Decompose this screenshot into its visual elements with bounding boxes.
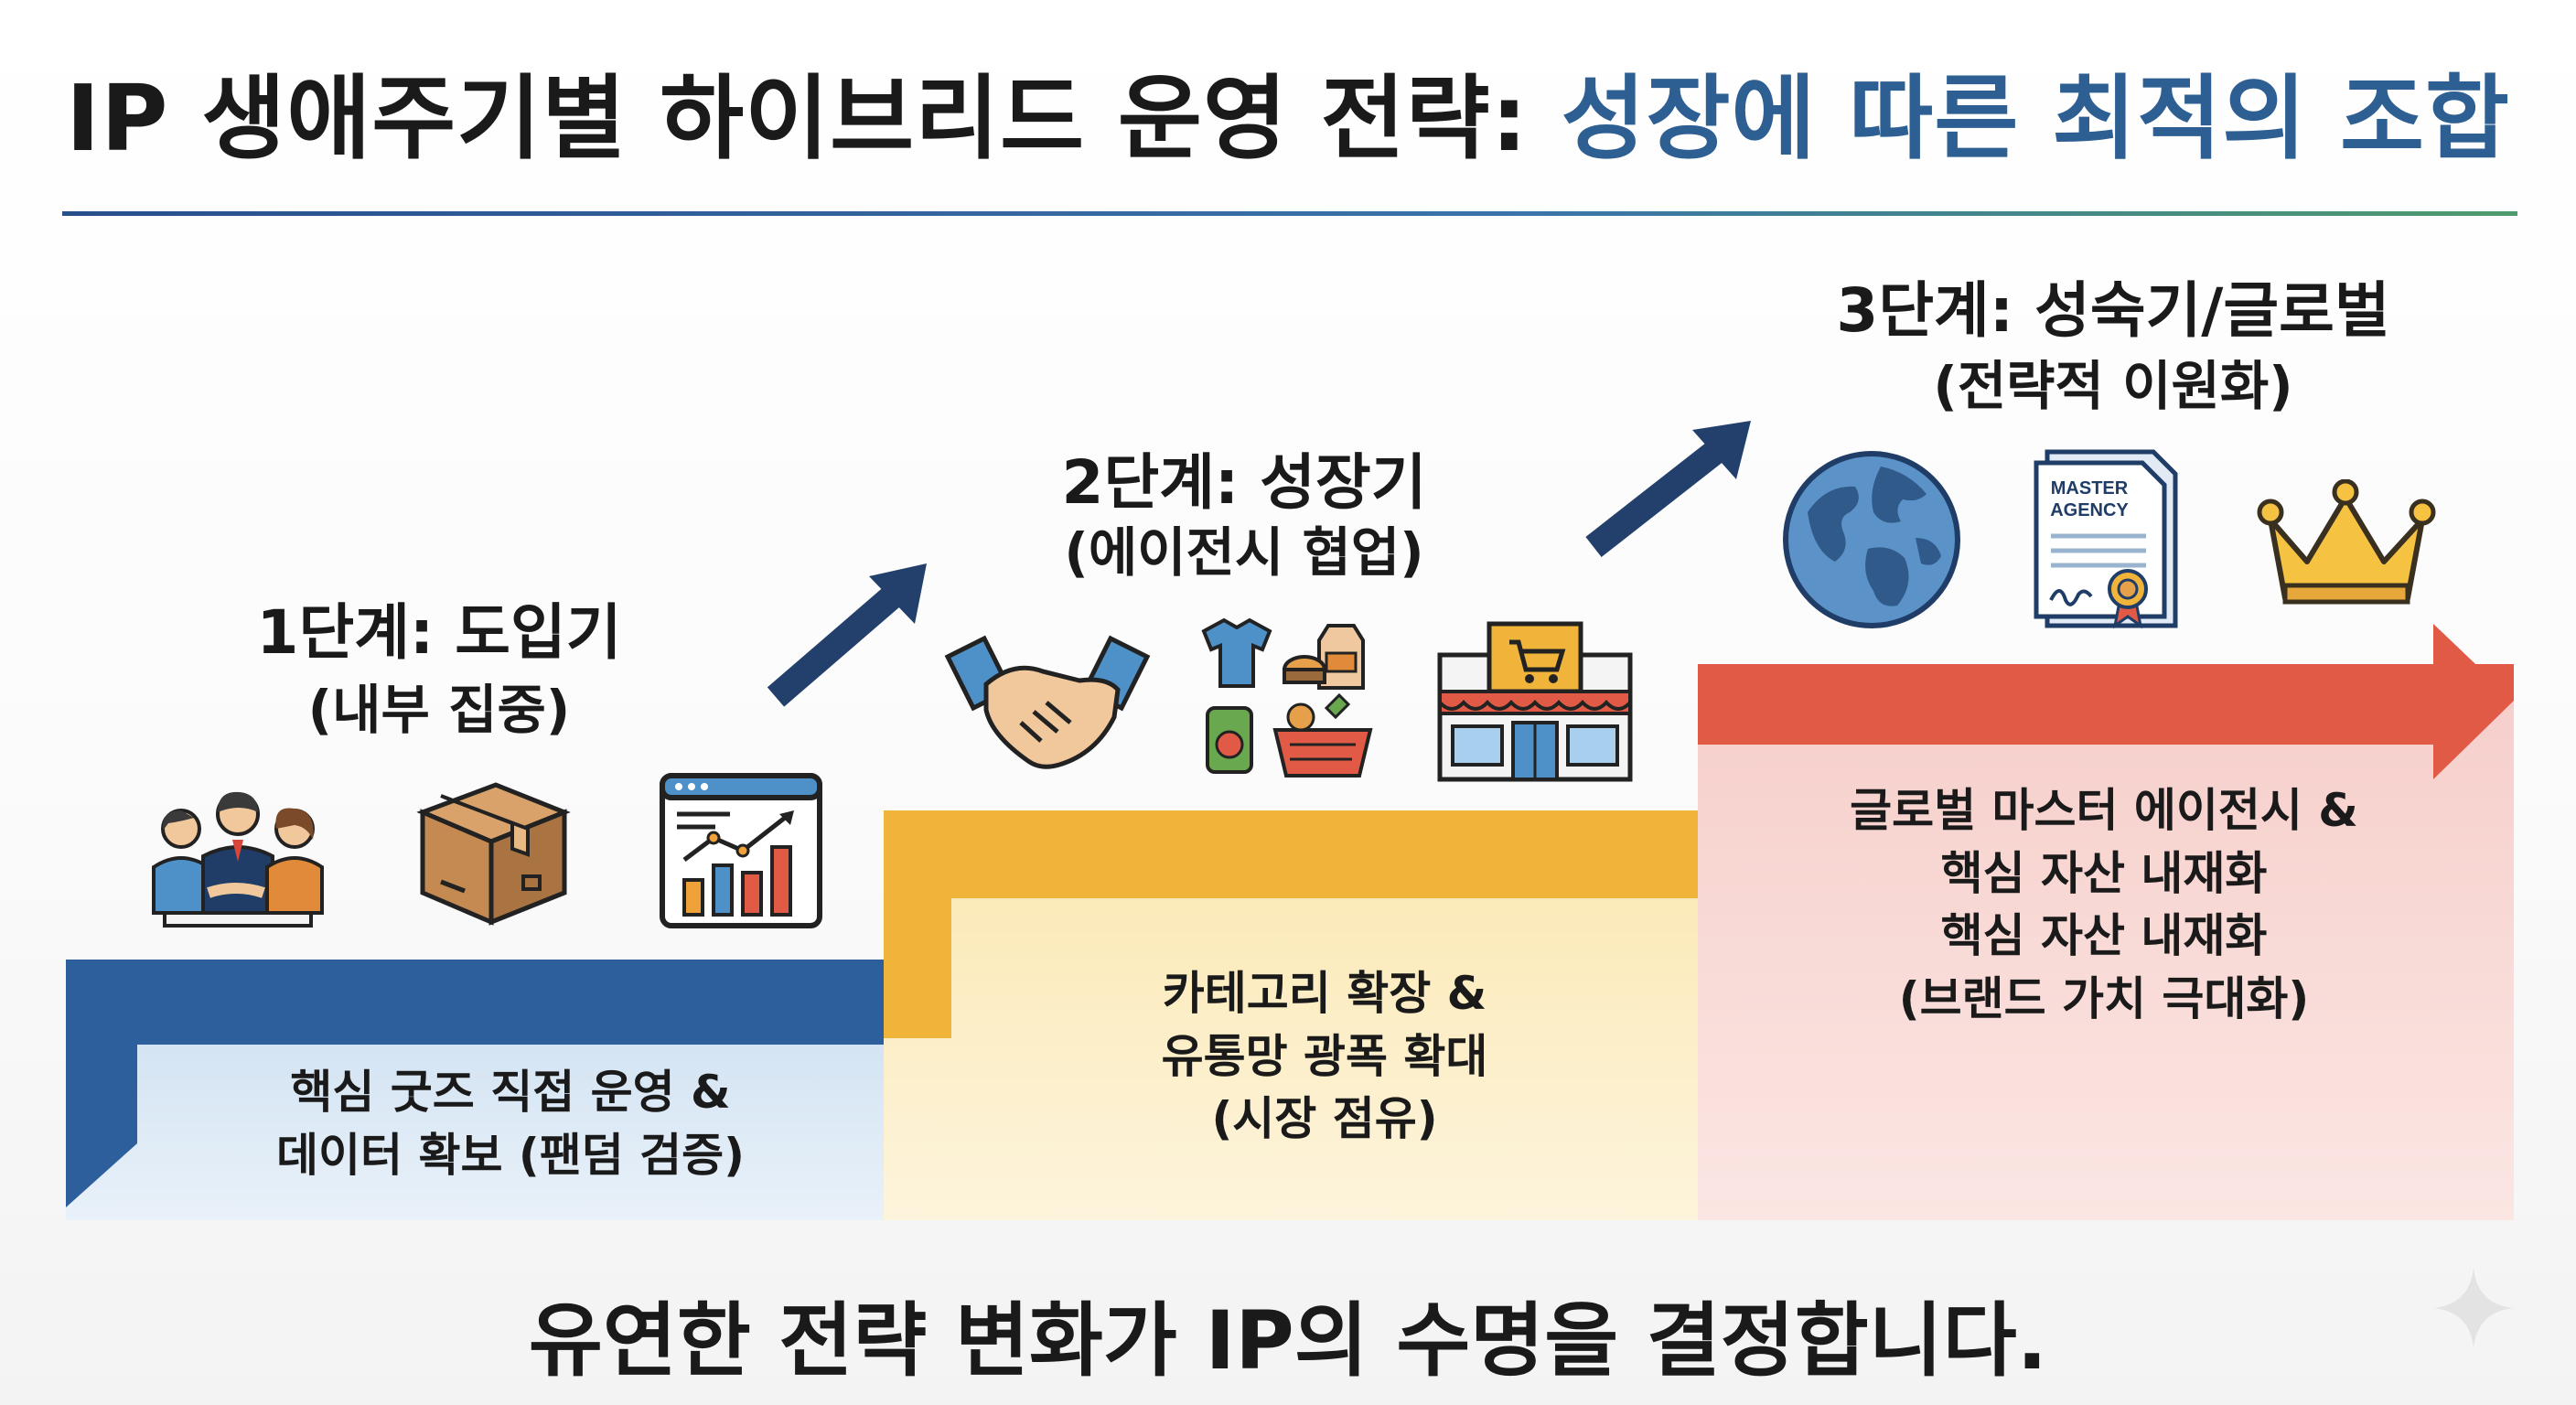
stage1-subtitle: (내부 집중) (307, 679, 571, 741)
stage3-desc-line: 핵심 자산 내재화 (1940, 846, 2268, 900)
retail-store-icon (1437, 621, 1633, 782)
stage3-description: 글로벌 마스터 에이전시 & 핵심 자산 내재화 핵심 자산 내재화 (브랜드 … (1701, 779, 2506, 1030)
globe-icon (1783, 451, 1960, 628)
stage2-description: 카테고리 확장 & 유통망 광폭 확대 (시장 점유) (951, 962, 1698, 1151)
title-accent: 성장에 따른 최적의 조합 (1561, 65, 2511, 172)
stage2-panel (884, 898, 1698, 1220)
footer-message: 유연한 전략 변화가 IP의 수명을 결정합니다. (528, 1293, 2048, 1388)
stage1-desc-line: 데이터 확보 (팬덤 검증) (276, 1128, 745, 1182)
contract-label-line1: MASTER (2051, 478, 2129, 499)
stage2-desc-line: 유통망 광폭 확대 (1161, 1029, 1488, 1083)
stage2-title: 2단계: 성장기 (1061, 447, 1427, 518)
stage1-title: 1단계: 도입기 (256, 597, 622, 668)
title-main: IP 생애주기별 하이브리드 운영 전략: (65, 65, 1529, 172)
stage1-panel (66, 1045, 884, 1220)
analytics-chart-icon (660, 773, 822, 928)
master-agency-contract-icon: MASTER AGENCY (2034, 449, 2178, 629)
handshake-icon (944, 635, 1151, 769)
crown-icon (2257, 479, 2436, 605)
stage2-desc-line: (시장 점유) (1211, 1092, 1438, 1145)
growth-arrow-1 (767, 563, 927, 707)
contract-label-line2: AGENCY (2050, 500, 2129, 520)
title-divider (62, 211, 2517, 216)
stage3-desc-line: (브랜드 가치 극대화) (1898, 971, 2310, 1025)
team-meeting-icon (152, 791, 324, 928)
stage3-desc-line: 핵심 자산 내재화 (1940, 909, 2268, 962)
cardboard-box-icon (416, 782, 571, 926)
stage3-panel (1698, 701, 2514, 1220)
growth-arrow-2 (1585, 421, 1751, 558)
stage2-subtitle: (에이전시 협업) (1064, 521, 1424, 584)
stage3-title: 3단계: 성숙기/글로벌 (1836, 275, 2390, 346)
product-categories-icon (1201, 617, 1373, 778)
page-title: IP 생애주기별 하이브리드 운영 전략: 성장에 따른 최적의 조합 (0, 44, 2576, 177)
stage1-description: 핵심 굿즈 직접 운영 & 데이터 확보 (팬덤 검증) (137, 1061, 884, 1186)
sparkle-icon (2433, 1268, 2514, 1348)
stage2-desc-line: 카테고리 확장 & (1162, 967, 1487, 1020)
stage3-desc-line: 글로벌 마스터 에이전시 & (1850, 784, 2358, 837)
stage1-desc-line: 핵심 굿즈 직접 운영 & (290, 1066, 731, 1119)
stage3-subtitle: (전략적 이원화) (1933, 355, 2293, 417)
